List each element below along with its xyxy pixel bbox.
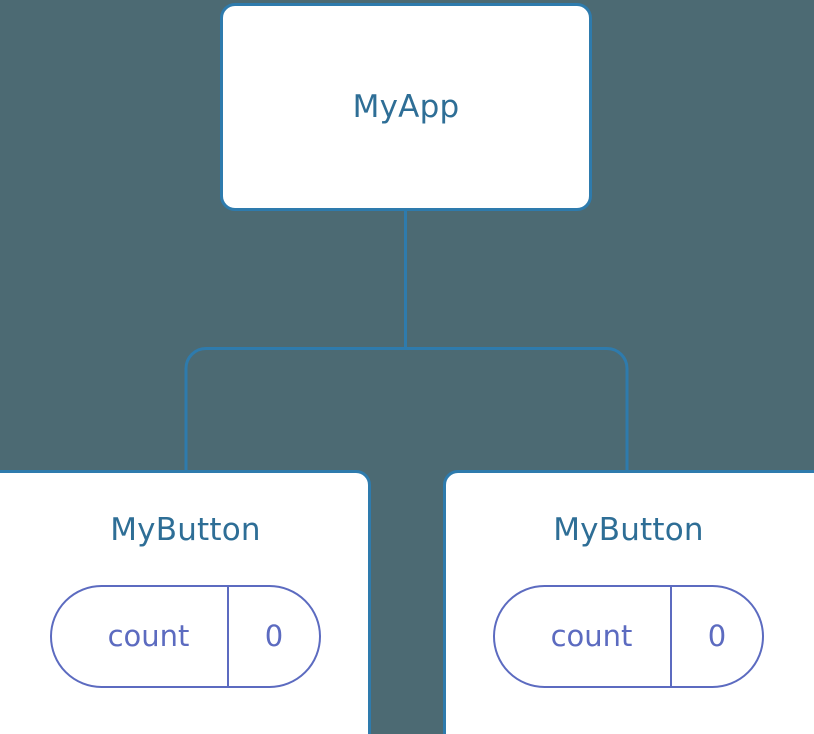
connector-to-right-child (405, 347, 629, 471)
state-pill-count[interactable]: count 0 (493, 585, 764, 688)
state-pill-key: count (550, 619, 633, 653)
tree-node-title: MyButton (553, 512, 704, 548)
state-pill-value: 0 (227, 587, 319, 686)
connector-to-left-child (184, 347, 406, 471)
tree-node-title: MyButton (110, 512, 261, 548)
tree-node-mybutton-1[interactable]: MyButton count 0 (0, 470, 371, 734)
state-pill-key: count (107, 619, 190, 653)
state-pill-value: 0 (670, 587, 762, 686)
state-pill-count[interactable]: count 0 (50, 585, 321, 688)
tree-node-title: MyApp (352, 88, 460, 125)
tree-node-myapp[interactable]: MyApp (220, 3, 592, 211)
tree-node-mybutton-2[interactable]: MyButton count 0 (443, 470, 814, 734)
